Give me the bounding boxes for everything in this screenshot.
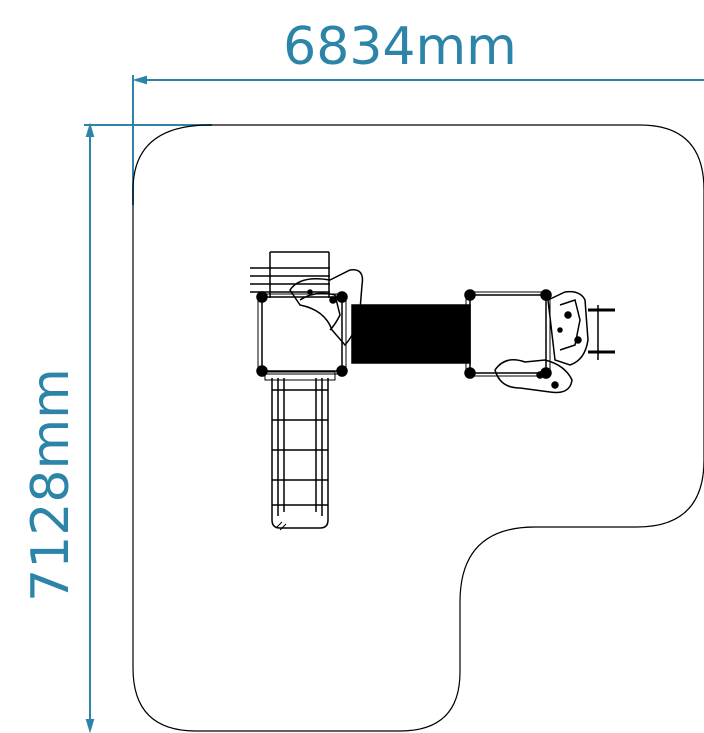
top-ladder: [250, 251, 330, 298]
slide: [264, 371, 336, 531]
tunnel-bridge: [351, 304, 471, 364]
bottom-right-panel: [494, 359, 573, 394]
height-dimension-label: 7128mm: [21, 368, 81, 602]
height-dimension: [84, 122, 212, 733]
play-structure: [250, 251, 615, 531]
width-arrow-icon: [132, 75, 147, 85]
height-arrow-bottom-icon: [85, 719, 95, 733]
width-dimension-label: 6834mm: [283, 17, 517, 77]
right-climber: [547, 290, 615, 366]
height-arrow-top-icon: [85, 122, 95, 137]
width-dimension: [132, 75, 704, 205]
safety-zone-outline: [132, 124, 704, 732]
left-deck: [256, 291, 348, 377]
right-deck: [464, 289, 552, 379]
